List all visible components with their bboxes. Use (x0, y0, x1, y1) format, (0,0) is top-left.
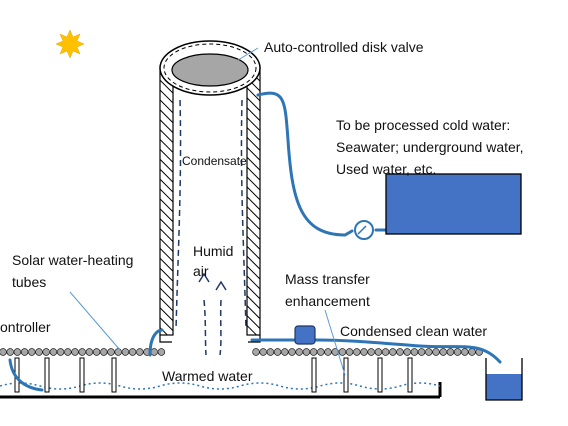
solar-tube (403, 348, 411, 356)
tower (159, 40, 261, 343)
solar-tube (461, 348, 469, 356)
solar-tubes (0, 348, 483, 356)
solar-tube (381, 348, 390, 356)
condensate-flow (175, 99, 247, 356)
solar-tube (252, 348, 260, 356)
humid-air-arrows (198, 272, 227, 291)
solar-tube (157, 348, 166, 356)
solar-tube (425, 348, 433, 356)
solar-tube (128, 348, 137, 356)
solar-tube (317, 348, 325, 356)
solar-tube (121, 348, 130, 356)
solar-tube (417, 348, 426, 356)
warmed-water-label: Warmed water (162, 368, 253, 384)
solar-tube (35, 348, 43, 356)
controller-label: ontroller (0, 319, 51, 335)
cold-water-label-3: Used water, etc. (336, 161, 437, 177)
solar-tube (367, 348, 375, 356)
solar-tube (396, 348, 404, 356)
pump-icon (354, 220, 374, 240)
solar-tube (49, 348, 58, 356)
sun-icon (55, 29, 85, 59)
solar-tube (302, 348, 311, 356)
solar-tube (78, 348, 86, 356)
left-feed-pipe (148, 328, 164, 357)
solar-tube (20, 348, 29, 356)
solar-tubes-label-2: tubes (12, 274, 47, 290)
solar-tube (107, 348, 115, 356)
cold-water-label-2: Seawater; underground water, (336, 139, 524, 155)
cold-water-pipe (256, 91, 354, 237)
solar-tube (273, 348, 282, 356)
solar-tube (100, 348, 108, 356)
solar-tube (266, 348, 275, 356)
solar-tube (6, 348, 14, 356)
solar-tube (56, 348, 65, 356)
solar-tube (439, 348, 447, 356)
disk-valve-icon (171, 53, 249, 87)
solar-tube (13, 348, 22, 356)
solar-tube (324, 348, 332, 356)
condensate-label: Condensate (182, 154, 247, 168)
solar-tube (374, 348, 383, 356)
basin (0, 382, 442, 399)
solar-tube (446, 348, 455, 356)
solar-tube (85, 348, 94, 356)
clean-water-label: Condensed clean water (340, 323, 488, 339)
solar-tube (360, 348, 368, 356)
cold-water-label-1: To be processed cold water: (336, 117, 511, 133)
controller-pipe (8, 358, 44, 392)
solar-tube (136, 348, 144, 356)
solar-tube (0, 348, 7, 356)
mass-transfer-rods (14, 357, 413, 393)
solar-tube (410, 348, 419, 356)
solar-tube (295, 348, 303, 356)
solar-tubes-label-1: Solar water-heating (12, 252, 134, 268)
solar-tube (345, 348, 354, 356)
clean-water-beaker (485, 358, 523, 401)
solar-tube (28, 348, 36, 356)
solar-tube (259, 348, 267, 356)
solar-tube (42, 348, 50, 356)
solar-tube (309, 348, 318, 356)
solar-tube (432, 348, 440, 356)
solar-tube (71, 348, 79, 356)
solar-tube (453, 348, 462, 356)
solar-tube (353, 348, 361, 356)
solar-tube (338, 348, 347, 356)
mass-transfer-label-1: Mass transfer (285, 271, 370, 287)
valve-label: Auto-controlled disk valve (264, 39, 424, 55)
mass-transfer-unit (294, 325, 316, 345)
solar-tube (389, 348, 397, 356)
solar-tube (92, 348, 101, 356)
cold-water-tank (385, 173, 522, 235)
solar-tube (64, 348, 72, 356)
solar-tube (281, 348, 289, 356)
mass-transfer-label-2: enhancement (285, 293, 370, 309)
solar-tube (288, 348, 296, 356)
humid-air-label-2: air (193, 263, 209, 279)
clean-water-pipe (250, 338, 502, 364)
humid-air-label-1: Humid (193, 243, 234, 259)
